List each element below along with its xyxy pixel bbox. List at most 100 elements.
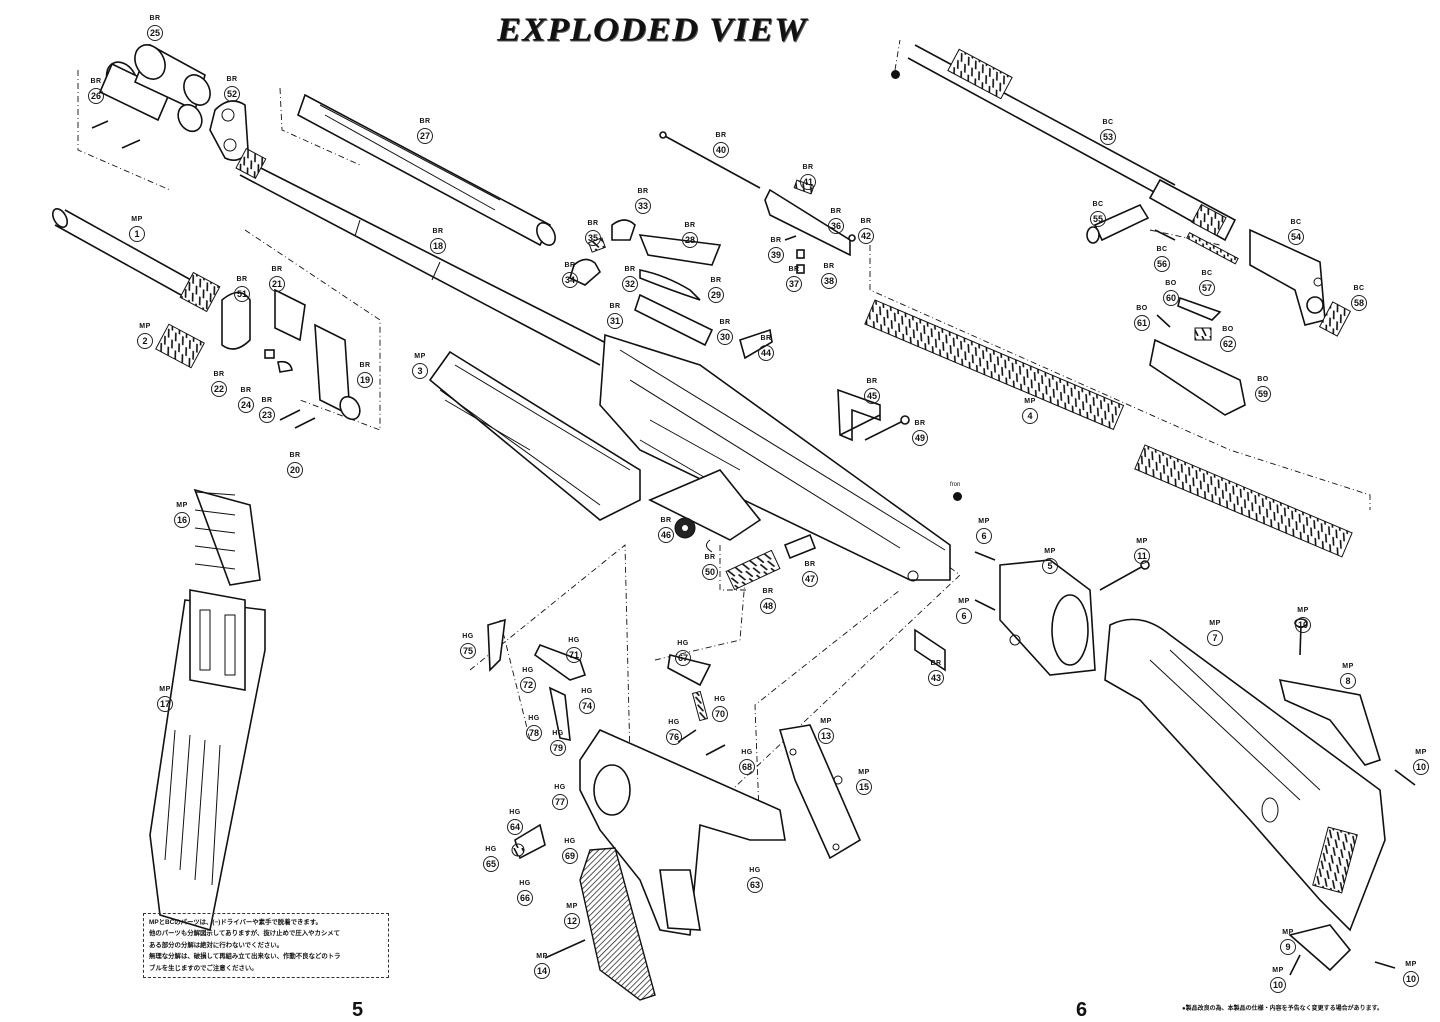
part-number-circle: 44: [758, 345, 774, 361]
part-number-circle: 53: [1100, 129, 1116, 145]
part-group-code: HG: [554, 784, 566, 791]
part-number-circle: 77: [552, 794, 568, 810]
part-firing-pin-rod: [659, 131, 761, 189]
part-group-code: MP: [958, 598, 970, 605]
part-group-code: HG: [714, 696, 726, 703]
part-group-code: BR: [788, 266, 800, 273]
part-number-circle: 13: [818, 728, 834, 744]
part-group-code: BR: [760, 335, 772, 342]
part-number-circle: 4: [1022, 408, 1038, 424]
part-number-circle: 18: [430, 238, 446, 254]
part-number-circle: 14: [534, 963, 550, 979]
part-group-code: BR: [660, 517, 672, 524]
part-group-code: MP: [1297, 607, 1309, 614]
part-number-circle: 11: [1134, 548, 1150, 564]
part-number-circle: 75: [460, 643, 476, 659]
part-group-code: MP: [176, 502, 188, 509]
part-number-circle: 76: [666, 729, 682, 745]
part-group-code: BR: [710, 277, 722, 284]
part-number-circle: 60: [1163, 290, 1179, 306]
part-number-circle: 7: [1207, 630, 1223, 646]
reference-marker-a: [891, 70, 900, 79]
part-group-code: BO: [1165, 280, 1177, 287]
part-group-code: MP: [536, 953, 548, 960]
part-buttstock: [1104, 618, 1386, 932]
part-number-circle: 6: [976, 528, 992, 544]
part-number-circle: 19: [357, 372, 373, 388]
part-group-code: HG: [668, 719, 680, 726]
part-group-code: BR: [823, 263, 835, 270]
part-number-circle: 28: [682, 232, 698, 248]
notice-box: MPとBCのパーツは、(−)ドライバーや素手で脱着できます。 他のパーツも分解図…: [143, 913, 389, 979]
page-number-left: 5: [352, 999, 364, 1021]
part-stripper-clip: [193, 488, 261, 586]
part-front-sight: [221, 288, 361, 429]
part-pistol-grip: [544, 847, 656, 1001]
part-number-circle: 3: [412, 363, 428, 379]
part-group-code: HG: [677, 640, 689, 647]
part-number-circle: 71: [566, 647, 582, 663]
part-number-circle: 52: [224, 86, 240, 102]
notice-line: MPとBCのパーツは、(−)ドライバーや素手で脱着できます。: [149, 919, 322, 926]
part-group-code: MP: [820, 718, 832, 725]
part-group-code: BC: [1353, 285, 1365, 292]
part-group-code: MP: [978, 518, 990, 525]
part-group-code: MP: [1415, 749, 1427, 756]
part-group-code: BC: [1156, 246, 1168, 253]
part-number-circle: 29: [708, 287, 724, 303]
part-number-circle: 39: [768, 247, 784, 263]
part-group-code: HG: [462, 633, 474, 640]
part-callout: BR 29: [701, 277, 731, 303]
notice-line: ある部分の分解は絶対に行わないでください。: [149, 941, 284, 949]
part-group-code: HG: [568, 637, 580, 644]
part-number-circle: 10: [1403, 971, 1419, 987]
part-number-circle: 72: [520, 677, 536, 693]
part-number-circle: 62: [1220, 336, 1236, 352]
part-number-circle: 45: [864, 388, 880, 404]
part-number-circle: 33: [635, 198, 651, 214]
part-number-circle: 67: [675, 650, 691, 666]
footer-disclaimer: ●製品改良の為、本製品の仕様・内容を予告なく変更する場合があります。: [1182, 1006, 1384, 1012]
part-callout: BR 28: [675, 222, 705, 248]
part-group-code: MP: [159, 686, 171, 693]
part-side-plate: [778, 724, 862, 860]
part-group-code: BC: [1092, 201, 1104, 208]
notice-line: ブルを生じますのでご注意ください。: [149, 964, 258, 972]
part-number-circle: 47: [802, 571, 818, 587]
part-number-circle: 42: [858, 228, 874, 244]
part-group-code: BR: [90, 78, 102, 85]
part-outer-barrel: [51, 208, 221, 313]
part-group-code: BR: [261, 397, 273, 404]
part-number-circle: 74: [579, 698, 595, 714]
part-group-code: BR: [149, 15, 161, 22]
part-group-code: HG: [741, 749, 753, 756]
part-number-circle: 16: [174, 512, 190, 528]
part-group-code: BR: [684, 222, 696, 229]
part-number-circle: 70: [712, 706, 728, 722]
part-group-code: BR: [587, 220, 599, 227]
